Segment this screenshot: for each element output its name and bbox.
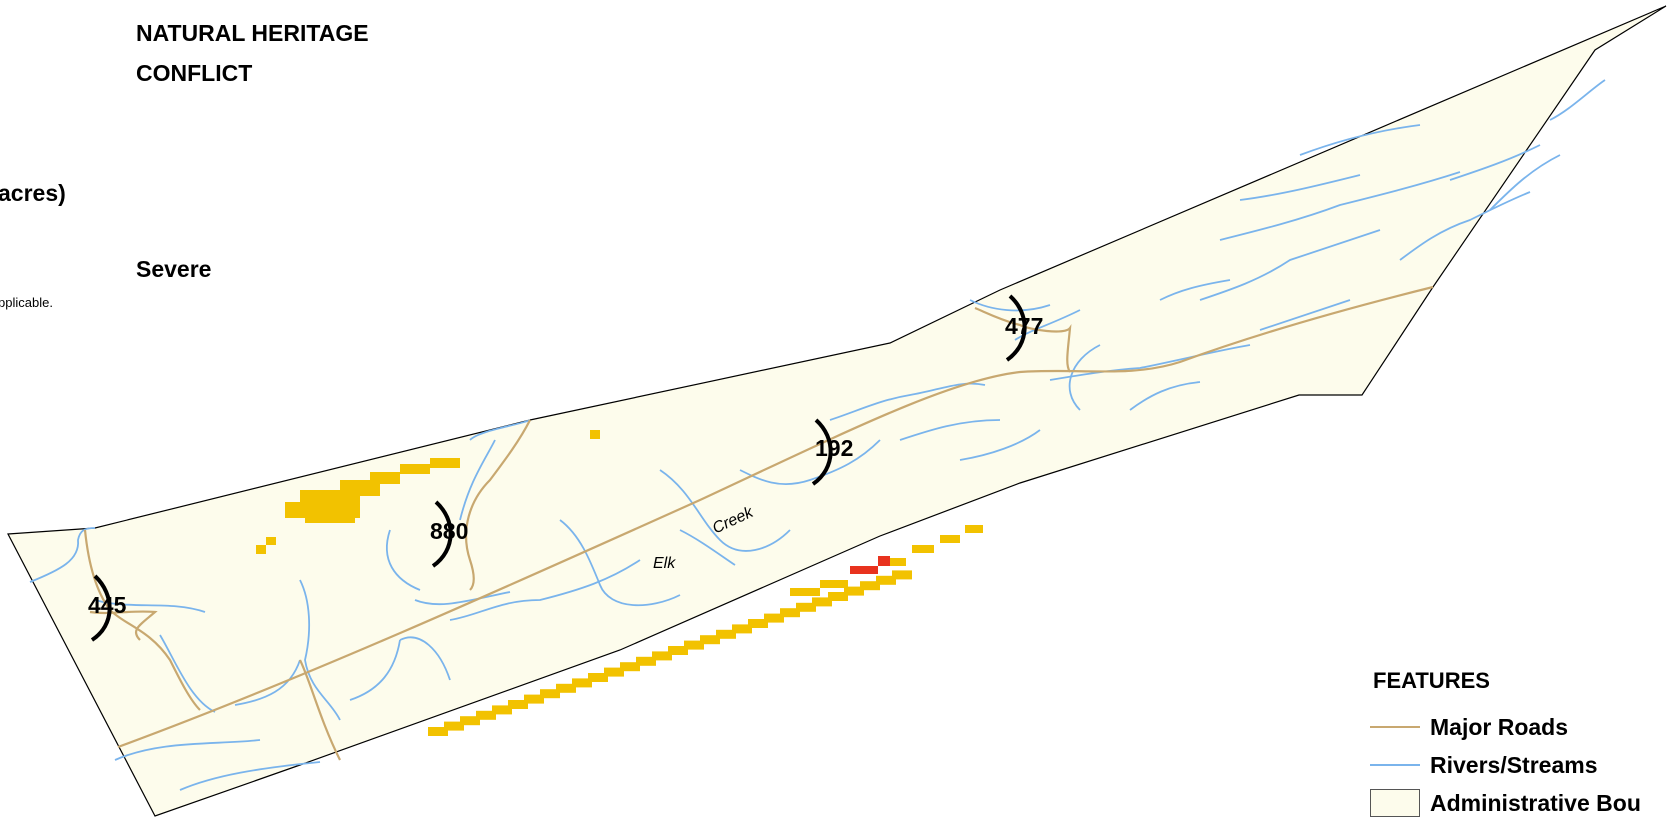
conflict-cell-moderate	[668, 646, 688, 655]
conflict-cell-moderate	[400, 464, 430, 474]
map-title-line-2: CONFLICT	[136, 60, 253, 86]
conflict-cell-moderate	[305, 515, 355, 523]
conflict-cell-moderate	[796, 602, 816, 612]
conflict-cell-moderate	[790, 588, 820, 596]
boundary-box-icon	[1370, 789, 1420, 817]
legend-label-streams: Rivers/Streams	[1430, 751, 1598, 778]
conflict-cell-moderate	[844, 586, 864, 596]
conflict-cell-moderate	[912, 545, 934, 553]
legend-item-rivers-streams: Rivers/Streams	[1370, 751, 1598, 779]
legend-label-roads: Major Roads	[1430, 713, 1569, 740]
route-bracket-192	[811, 418, 833, 486]
conflict-cell-moderate	[780, 608, 800, 618]
road-477	[974, 306, 1072, 373]
main-highway	[117, 285, 1434, 749]
conflict-cell-moderate	[476, 710, 496, 720]
conflict-cell-moderate	[764, 613, 784, 623]
road-network	[83, 285, 1434, 761]
conflict-cell-moderate	[444, 721, 464, 731]
conflict-cell-moderate	[880, 558, 906, 566]
route-bracket-880	[431, 500, 453, 568]
conflict-cell-moderate	[684, 640, 704, 650]
conflict-cell-moderate	[636, 656, 656, 666]
conflict-cell-moderate	[370, 472, 400, 484]
conflict-cell-moderate	[652, 651, 672, 661]
conflict-cell-moderate	[604, 667, 624, 677]
conflict-cell-severe	[878, 556, 890, 566]
legend-item-administrative-boundary: Administrative Bou	[1370, 789, 1641, 817]
route-number-192: 192	[815, 435, 854, 461]
legend-title: FEATURES	[1373, 668, 1490, 693]
conflict-cell-moderate	[876, 575, 896, 585]
stream-network	[29, 79, 1606, 791]
road-north-880	[465, 419, 531, 591]
conflict-cell-moderate	[428, 727, 448, 736]
route-bracket-477	[1005, 294, 1027, 362]
conflict-cell-moderate	[732, 624, 752, 634]
conflict-cell-moderate	[492, 705, 512, 715]
creek-label-elk: Elk	[653, 555, 676, 572]
route-bracket-445	[90, 574, 112, 642]
conflict-cell-moderate	[828, 592, 848, 601]
road-south-880	[299, 659, 341, 761]
conflict-cell-moderate	[588, 673, 608, 682]
conflict-cell-moderate	[572, 678, 592, 688]
conflict-cell-moderate	[508, 700, 528, 709]
conflict-cell-moderate	[620, 662, 640, 672]
route-number-445: 445	[88, 592, 127, 618]
conflict-cell-moderate	[590, 430, 600, 439]
stream-line-icon	[1370, 764, 1420, 766]
route-brackets	[90, 294, 1027, 642]
conflict-cell-moderate	[965, 525, 983, 533]
conflict-cell-moderate	[460, 716, 480, 726]
conflict-cells	[256, 430, 983, 736]
conflict-cell-moderate	[892, 570, 912, 580]
acres-label: acres)	[0, 180, 66, 206]
conflict-cell-moderate	[556, 683, 576, 693]
conflict-cell-severe	[850, 566, 878, 574]
conflict-cell-moderate	[820, 580, 848, 588]
severity-label: Severe	[136, 256, 212, 282]
route-number-880: 880	[430, 518, 469, 544]
conflict-cell-moderate	[716, 629, 736, 639]
legend-item-major-roads: Major Roads	[1370, 713, 1568, 741]
conflict-cell-moderate	[748, 619, 768, 628]
route-number-477: 477	[1005, 313, 1044, 339]
conflict-cell-moderate	[266, 537, 276, 545]
applicability-note: pplicable.	[0, 295, 53, 310]
road-line-icon	[1370, 726, 1420, 728]
conflict-cell-moderate	[700, 635, 720, 645]
conflict-cell-moderate	[812, 597, 832, 607]
conflict-cell-moderate	[540, 689, 560, 699]
legend-label-boundary: Administrative Bou	[1430, 789, 1641, 816]
conflict-cell-moderate	[860, 581, 880, 591]
administrative-boundary	[7, 5, 1667, 817]
map-title-line-1: NATURAL HERITAGE	[136, 20, 369, 46]
conflict-cell-moderate	[256, 545, 266, 554]
conflict-cell-moderate	[940, 535, 960, 543]
northwest-road	[83, 529, 201, 711]
conflict-cell-moderate	[524, 694, 544, 704]
conflict-cell-moderate	[430, 458, 460, 468]
